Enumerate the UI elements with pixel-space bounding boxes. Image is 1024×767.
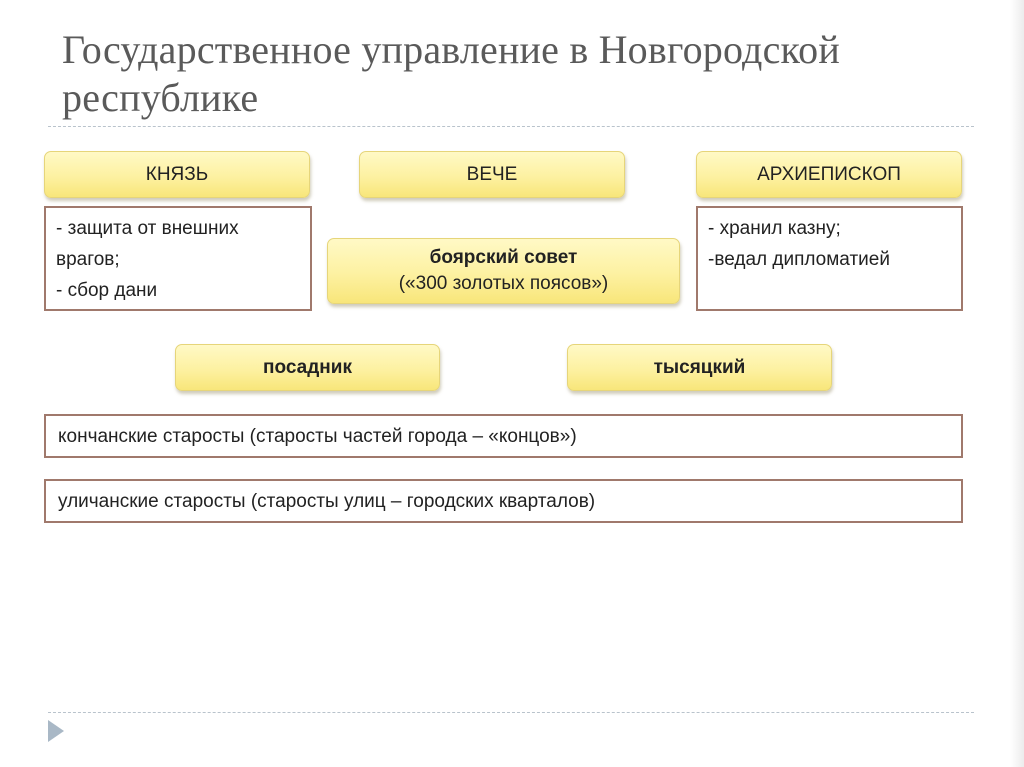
boyar-council-name: боярский совет	[429, 247, 578, 268]
slide-edge	[1010, 0, 1024, 767]
boyar-council-note: («300 золотых поясов»)	[398, 273, 609, 294]
prince-duty-line: врагов;	[56, 249, 120, 270]
slide-title: Государственное управление в Новгородско…	[62, 27, 840, 120]
title-divider	[48, 126, 974, 127]
posadnik-node: посадник	[175, 344, 440, 391]
konchanskie-elders-label: кончанские старосты (старосты частей гор…	[58, 425, 577, 447]
veche-label: ВЕЧЕ	[466, 163, 518, 185]
archbishop-duties-box: - хранил казну; -ведал дипломатией	[696, 206, 963, 311]
boyar-council-node: боярский совет («300 золотых поясов»)	[327, 238, 680, 304]
tysyatsky-label: тысяцкий	[653, 356, 746, 378]
archbishop-duty-line: -ведал дипломатией	[708, 249, 890, 270]
prince-duty-line: - защита от внешних	[56, 218, 239, 239]
veche-node: ВЕЧЕ	[359, 151, 625, 198]
prince-duty-line: - сбор дани	[56, 280, 158, 301]
prince-label: КНЯЗЬ	[145, 163, 209, 185]
ulichanskie-elders-box: уличанские старосты (старосты улиц – гор…	[44, 479, 963, 523]
footer-divider	[48, 712, 974, 713]
next-slide-arrow-icon[interactable]	[48, 720, 64, 742]
konchanskie-elders-box: кончанские старосты (старосты частей гор…	[44, 414, 963, 458]
archbishop-duty-line: - хранил казну;	[708, 218, 841, 239]
posadnik-label: посадник	[263, 356, 352, 378]
archbishop-label: АРХИЕПИСКОП	[757, 163, 901, 185]
ulichanskie-elders-label: уличанские старосты (старосты улиц – гор…	[58, 490, 596, 512]
archbishop-node: АРХИЕПИСКОП	[696, 151, 962, 198]
tysyatsky-node: тысяцкий	[567, 344, 832, 391]
prince-node: КНЯЗЬ	[44, 151, 310, 198]
prince-duties-box: - защита от внешних врагов; - сбор дани	[44, 206, 312, 311]
